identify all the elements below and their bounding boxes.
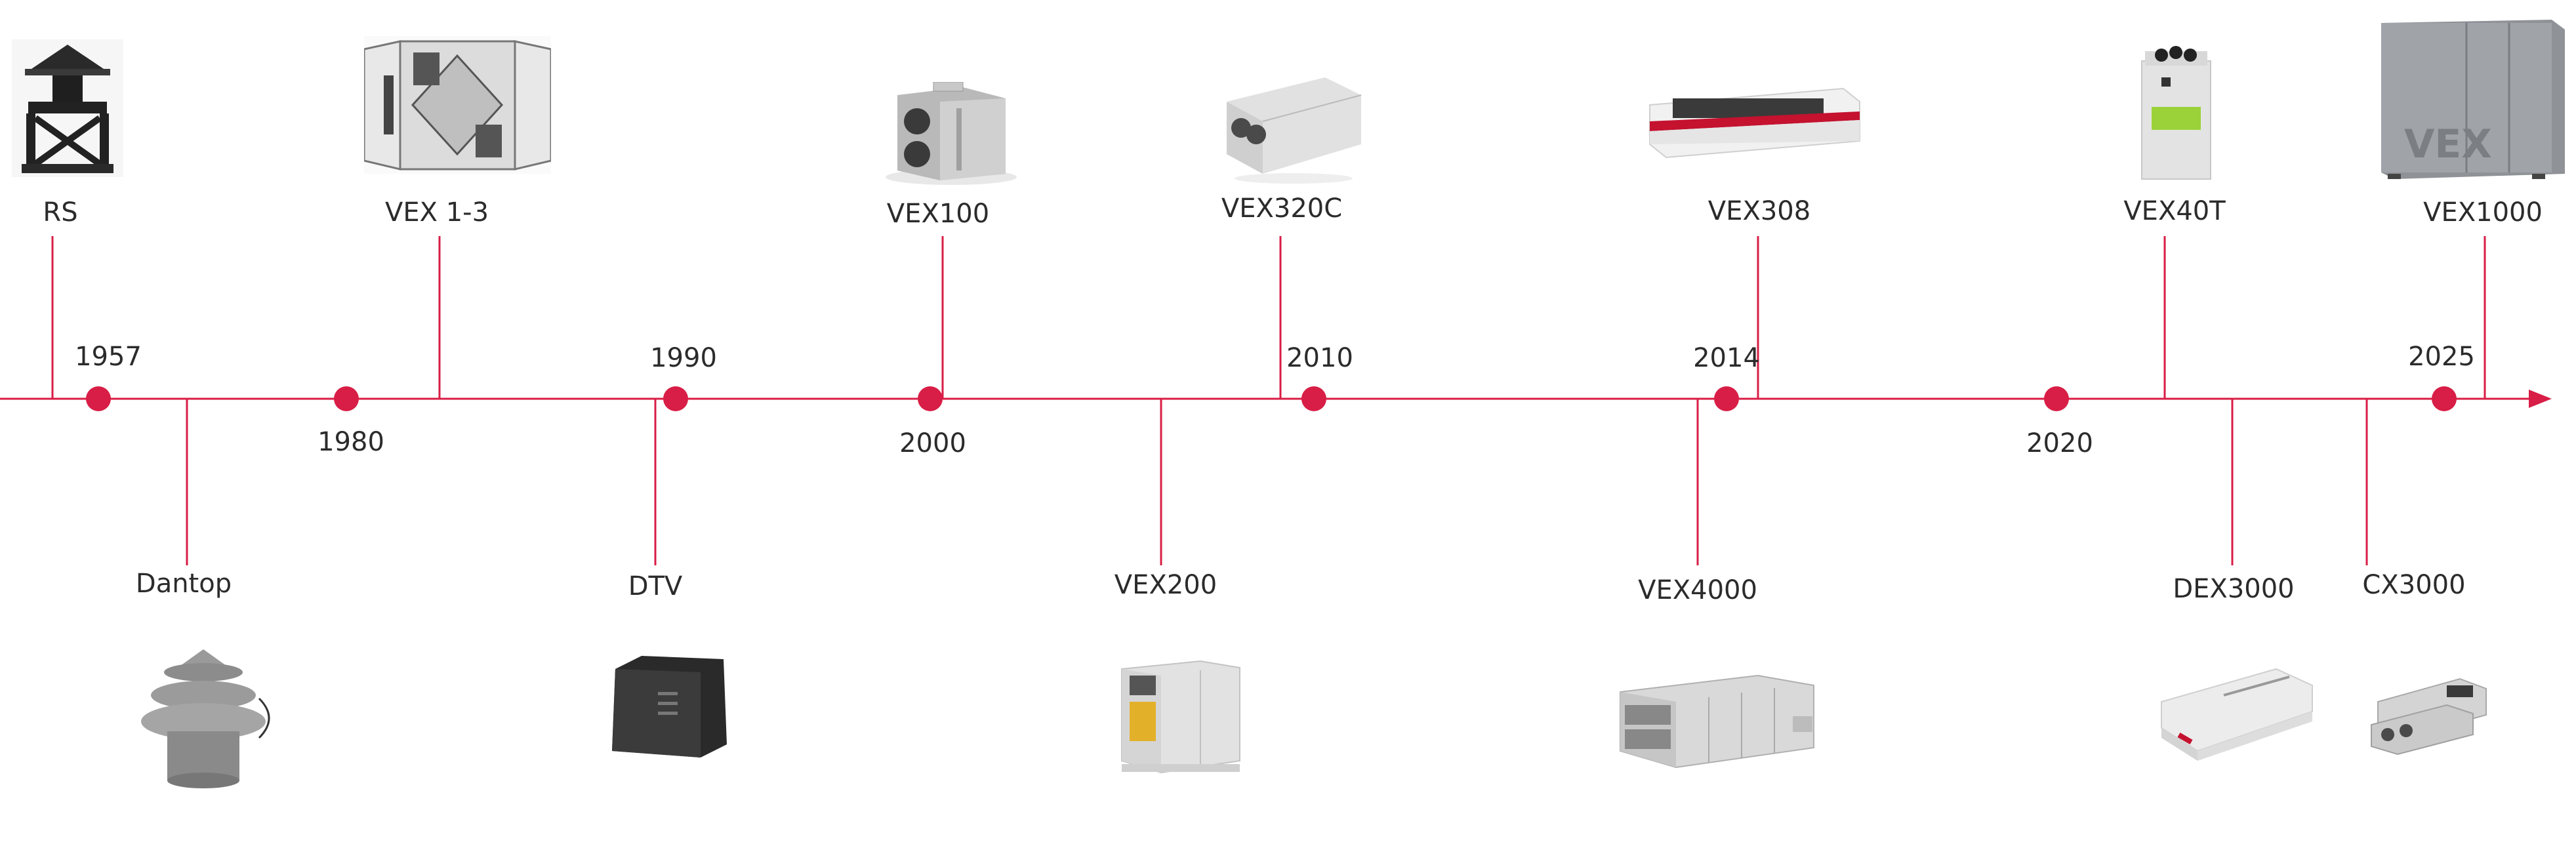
product-label-vex-1-3: VEX 1-3 [384, 197, 489, 228]
ceiling-unit-icon [1649, 87, 1860, 159]
tower-unit-icon [2141, 46, 2211, 180]
product-label-cx3000: CX3000 [2362, 570, 2466, 600]
product-label-vex100: VEX100 [886, 199, 990, 229]
product-label-dex3000: DEX3000 [2173, 574, 2295, 604]
year-dot-2014 [1714, 386, 1739, 411]
duct-unit-icon [2371, 678, 2487, 756]
product-label-dtv: DTV [628, 571, 683, 601]
roof-fan-icon [12, 39, 123, 177]
year-label-2014: 2014 [1693, 343, 1760, 373]
product-label-rs: RS [43, 197, 78, 228]
year-dot-2020 [2044, 386, 2069, 411]
year-dot-1980 [334, 386, 359, 411]
product-label-dantop: Dantop [135, 569, 232, 599]
year-label-1980: 1980 [317, 427, 384, 457]
product-label-vex40t: VEX40T [2123, 196, 2226, 226]
year-label-2000: 2000 [899, 428, 966, 458]
year-dot-1957 [86, 386, 111, 411]
year-dot-2000 [918, 386, 943, 411]
svg-text:VEX: VEX [2404, 121, 2492, 167]
flat-ceiling-unit-icon [2161, 668, 2313, 761]
product-label-vex308: VEX308 [1707, 196, 1811, 226]
year-dot-1990 [663, 386, 688, 411]
black-roof-fan-icon [612, 656, 727, 758]
year-dot-2010 [1301, 386, 1326, 411]
compact-unit-icon [886, 82, 1017, 185]
year-label-1957: 1957 [75, 342, 142, 372]
modular-ahu-icon [1620, 674, 1814, 769]
dome-roof-fan-icon [141, 649, 270, 788]
product-label-vex1000: VEX1000 [2423, 197, 2543, 228]
year-label-2020: 2020 [2026, 428, 2093, 458]
timeline-arrow-icon [2529, 390, 2552, 408]
product-label-vex200: VEX200 [1114, 570, 1217, 600]
year-label-1990: 1990 [650, 343, 717, 373]
product-label-vex320c: VEX320C [1221, 193, 1343, 224]
air-handling-cabinet-icon [1121, 660, 1240, 774]
flat-unit-icon [1227, 77, 1362, 184]
year-dot-2025 [2432, 386, 2457, 411]
year-label-2025: 2025 [2408, 342, 2475, 372]
open-heat-exchanger-icon [364, 36, 551, 174]
large-cabinet-icon: VEX [2381, 20, 2565, 179]
year-label-2010: 2010 [1286, 343, 1353, 373]
product-label-vex4000: VEX4000 [1638, 575, 1757, 605]
